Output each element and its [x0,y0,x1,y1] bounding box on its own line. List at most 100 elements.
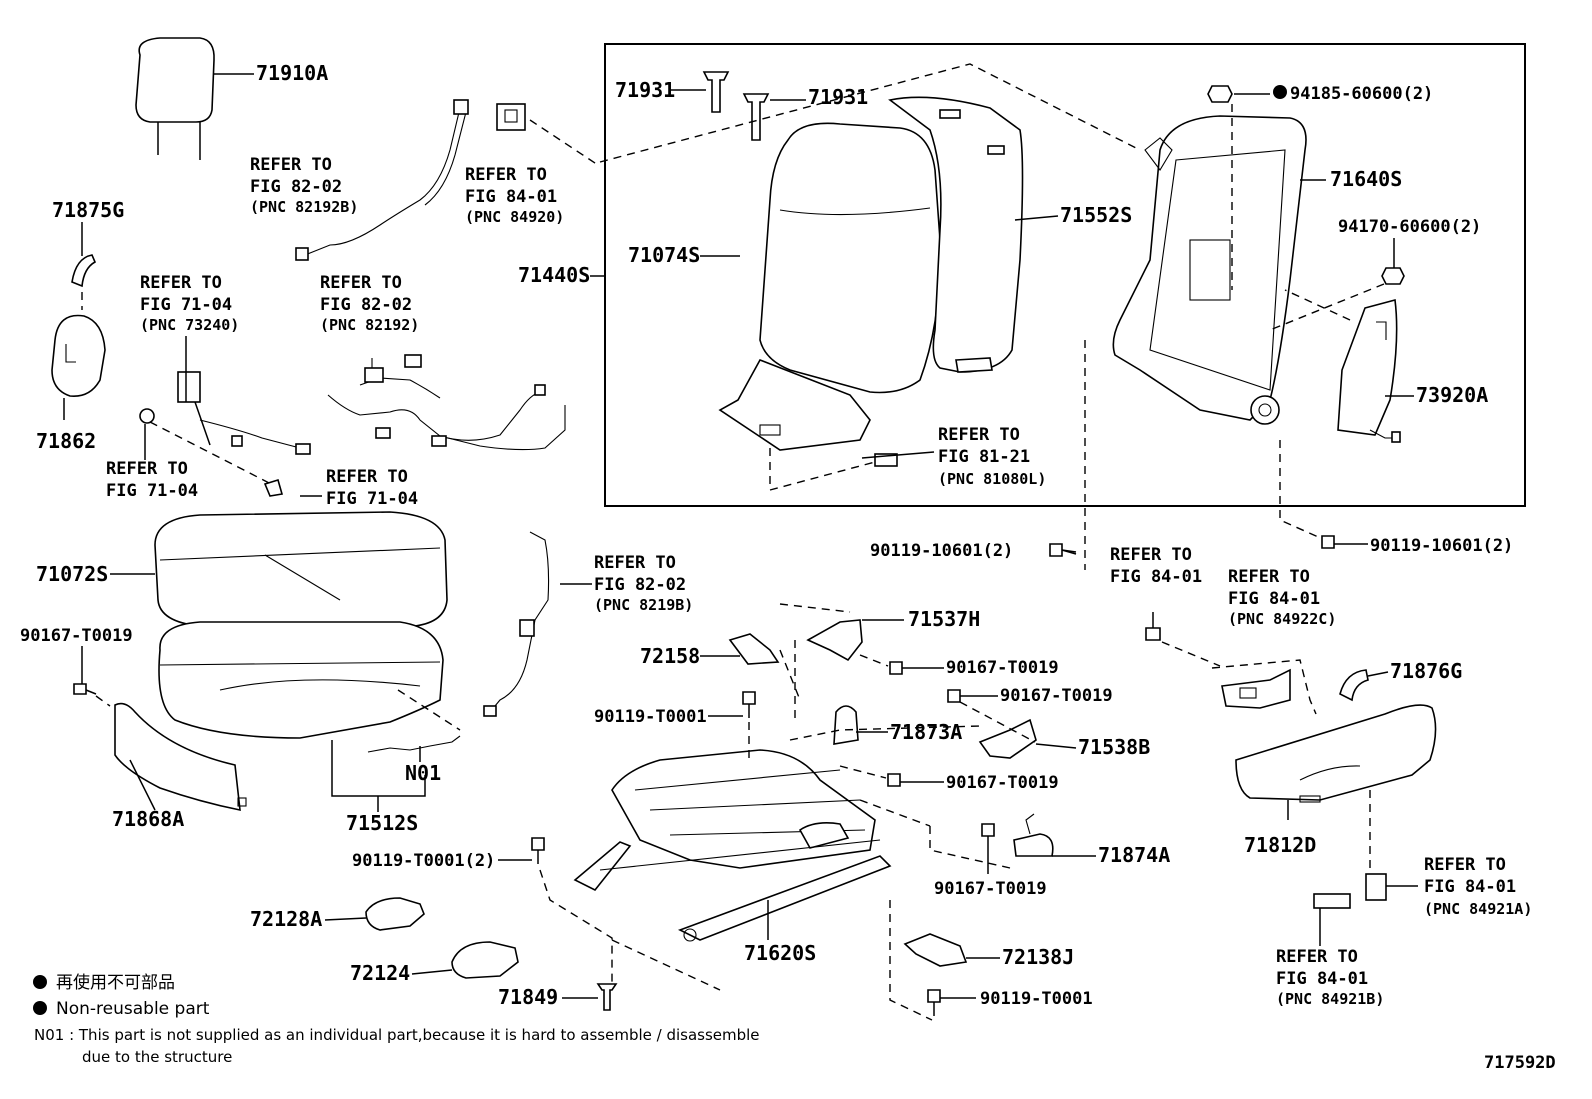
screw-90167-d-drawing[interactable] [887,773,901,787]
refer-line1: REFER TO [1110,545,1192,565]
screw-90167-b-drawing[interactable] [889,661,903,675]
part-label-72138j: 72138J [1002,945,1074,969]
nut-94170-drawing[interactable] [1381,267,1405,285]
part-label-90167-t0019-b: 90167-T0019 [946,658,1059,678]
side-cover-71812d-drawing[interactable] [1235,704,1437,803]
refer-to-81080l[interactable]: REFER TO FIG 81-21 (PNC 81080L) [938,425,1046,488]
refer-line1: REFER TO [938,425,1020,445]
part-label-n01: N01 [405,761,441,785]
refer-line1: REFER TO [326,467,408,487]
seatback-pad-71552s-drawing[interactable] [888,96,1024,373]
refer-to-8219b[interactable]: REFER TO FIG 82-02 (PNC 8219B) [594,553,693,614]
part-label-90119-10601-a: 90119-10601(2) [870,541,1013,561]
refer-line1: REFER TO [320,273,402,293]
screw-90167-left-drawing[interactable] [73,683,97,695]
part-label-71552s: 71552S [1060,203,1132,227]
refer-line2: FIG 84-01 [1276,969,1368,989]
trim-71875g-drawing[interactable] [71,254,97,288]
bracket-71537h-drawing[interactable] [806,619,863,662]
part-label-71849: 71849 [498,985,558,1009]
part-label-71537h: 71537H [908,607,980,631]
screw-90167-c-drawing[interactable] [947,689,961,703]
legend-bullet-jp [33,975,47,989]
trim-71868a-drawing[interactable] [114,702,247,811]
part-label-71874a: 71874A [1098,843,1170,867]
part-label-71640s: 71640S [1330,167,1402,191]
clip-71931-a-drawing[interactable] [702,71,730,113]
refer-to-82192[interactable]: REFER TO FIG 82-02 (PNC 82192) [320,273,419,334]
part-label-90167-t0019-a: 90167-T0019 [20,626,133,646]
seatback-assembly-box [604,43,1526,507]
part-label-72124: 72124 [350,961,410,985]
bracket-71874a-drawing[interactable] [1013,813,1054,857]
refer-to-82192b[interactable]: REFER TO FIG 82-02 (PNC 82192B) [250,155,358,216]
seat-cushion-cover-71072s-drawing[interactable] [154,511,448,627]
part-label-72158: 72158 [640,644,700,668]
refer-line2: FIG 84-01 [1110,567,1202,587]
part-label-72128a: 72128A [250,907,322,931]
refer-line1: REFER TO [1424,855,1506,875]
nut-94185-drawing[interactable] [1207,85,1233,103]
refer-to-84-01-bolt[interactable]: REFER TO FIG 84-01 [1110,545,1202,587]
seatback-cover-71074s-drawing[interactable] [718,122,941,451]
part-label-71875g: 71875G [52,198,124,222]
part-label-90167-t0019-d: 90167-T0019 [946,773,1059,793]
clip-71931-b-drawing[interactable] [742,93,770,141]
refer-line1: REFER TO [594,553,676,573]
bolt-84-01-drawing[interactable] [1145,612,1161,641]
pin-71849-drawing[interactable] [596,983,618,1011]
side-panel-73920a-drawing[interactable] [1337,298,1401,443]
refer-to-84921b[interactable]: REFER TO FIG 84-01 (PNC 84921B) [1276,947,1384,1008]
button-84921a-drawing[interactable] [1365,873,1387,901]
refer-to-71-04-left[interactable]: REFER TO FIG 71-04 [106,459,198,501]
seat-cushion-pad-drawing[interactable] [158,621,444,739]
wire-harness-8219b-drawing[interactable] [483,531,550,717]
refer-to-71-04-right[interactable]: REFER TO FIG 71-04 [326,467,418,509]
part-label-71440s: 71440S [518,263,590,287]
part-label-71862: 71862 [36,429,96,453]
part-72138j-drawing[interactable] [903,933,968,967]
refer-line3: (PNC 84922C) [1228,610,1336,628]
part-72158-drawing[interactable] [728,633,780,665]
part-label-71538b: 71538B [1078,735,1150,759]
cover-71862-drawing[interactable] [51,314,106,397]
cap-72128a-drawing[interactable] [365,897,425,931]
switch-84922c-drawing[interactable] [1221,668,1291,709]
refer-to-73240[interactable]: REFER TO FIG 71-04 (PNC 73240) [140,273,239,334]
wire-harness-82192-drawing[interactable] [327,354,566,451]
diagram-id: 717592D [1484,1053,1556,1073]
refer-line3: (PNC 84921B) [1276,990,1384,1008]
seat-belt-buckle-drawing[interactable] [139,336,311,455]
bolt-90119-10601-right-drawing[interactable] [1321,535,1335,549]
part-label-90119-t0001-a: 90119-T0001 [594,707,707,727]
button-84921b-drawing[interactable] [1313,893,1351,909]
refer-to-84921a[interactable]: REFER TO FIG 84-01 (PNC 84921A) [1424,855,1532,918]
part-label-90119-t0001-2: 90119-T0001(2) [352,851,495,871]
bracket-71538b-drawing[interactable] [978,718,1037,759]
non-reusable-marker-94185 [1273,85,1287,99]
seatback-frame-71640s-drawing[interactable] [1112,115,1307,425]
refer-line3: (PNC 81080L) [938,470,1046,488]
part-label-90119-10601-b: 90119-10601(2) [1370,536,1513,556]
screw-90167-e-drawing[interactable] [981,823,995,874]
refer-line1: REFER TO [250,155,332,175]
refer-line3: (PNC 82192B) [250,198,358,216]
bolt-90119-t0001-a-drawing[interactable] [742,691,756,718]
headrest-drawing[interactable] [135,37,215,160]
wire-harness-82192b-drawing[interactable] [295,99,469,261]
connector-84920-drawing[interactable] [496,103,526,131]
bracket-71873a-drawing[interactable] [833,705,859,745]
trim-71876g-drawing[interactable] [1339,669,1369,702]
cap-72124-drawing[interactable] [451,941,519,979]
refer-to-84920[interactable]: REFER TO FIG 84-01 (PNC 84920) [465,165,564,226]
refer-line3: (PNC 82192) [320,316,419,334]
bolt-90119-t0001-c-drawing[interactable] [927,989,941,1016]
refer-line1: REFER TO [1228,567,1310,587]
part-label-71931-a: 71931 [615,78,675,102]
refer-line2: FIG 84-01 [1424,877,1516,897]
legend-non-reusable-jp: 再使用不可部品 [56,972,175,993]
refer-to-84922c[interactable]: REFER TO FIG 84-01 (PNC 84922C) [1228,567,1336,628]
note-n01-line2: due to the structure [82,1048,232,1066]
seat-adjuster-71620s-drawing[interactable] [573,749,892,942]
bolt-90119-t0001-b-drawing[interactable] [531,837,545,864]
